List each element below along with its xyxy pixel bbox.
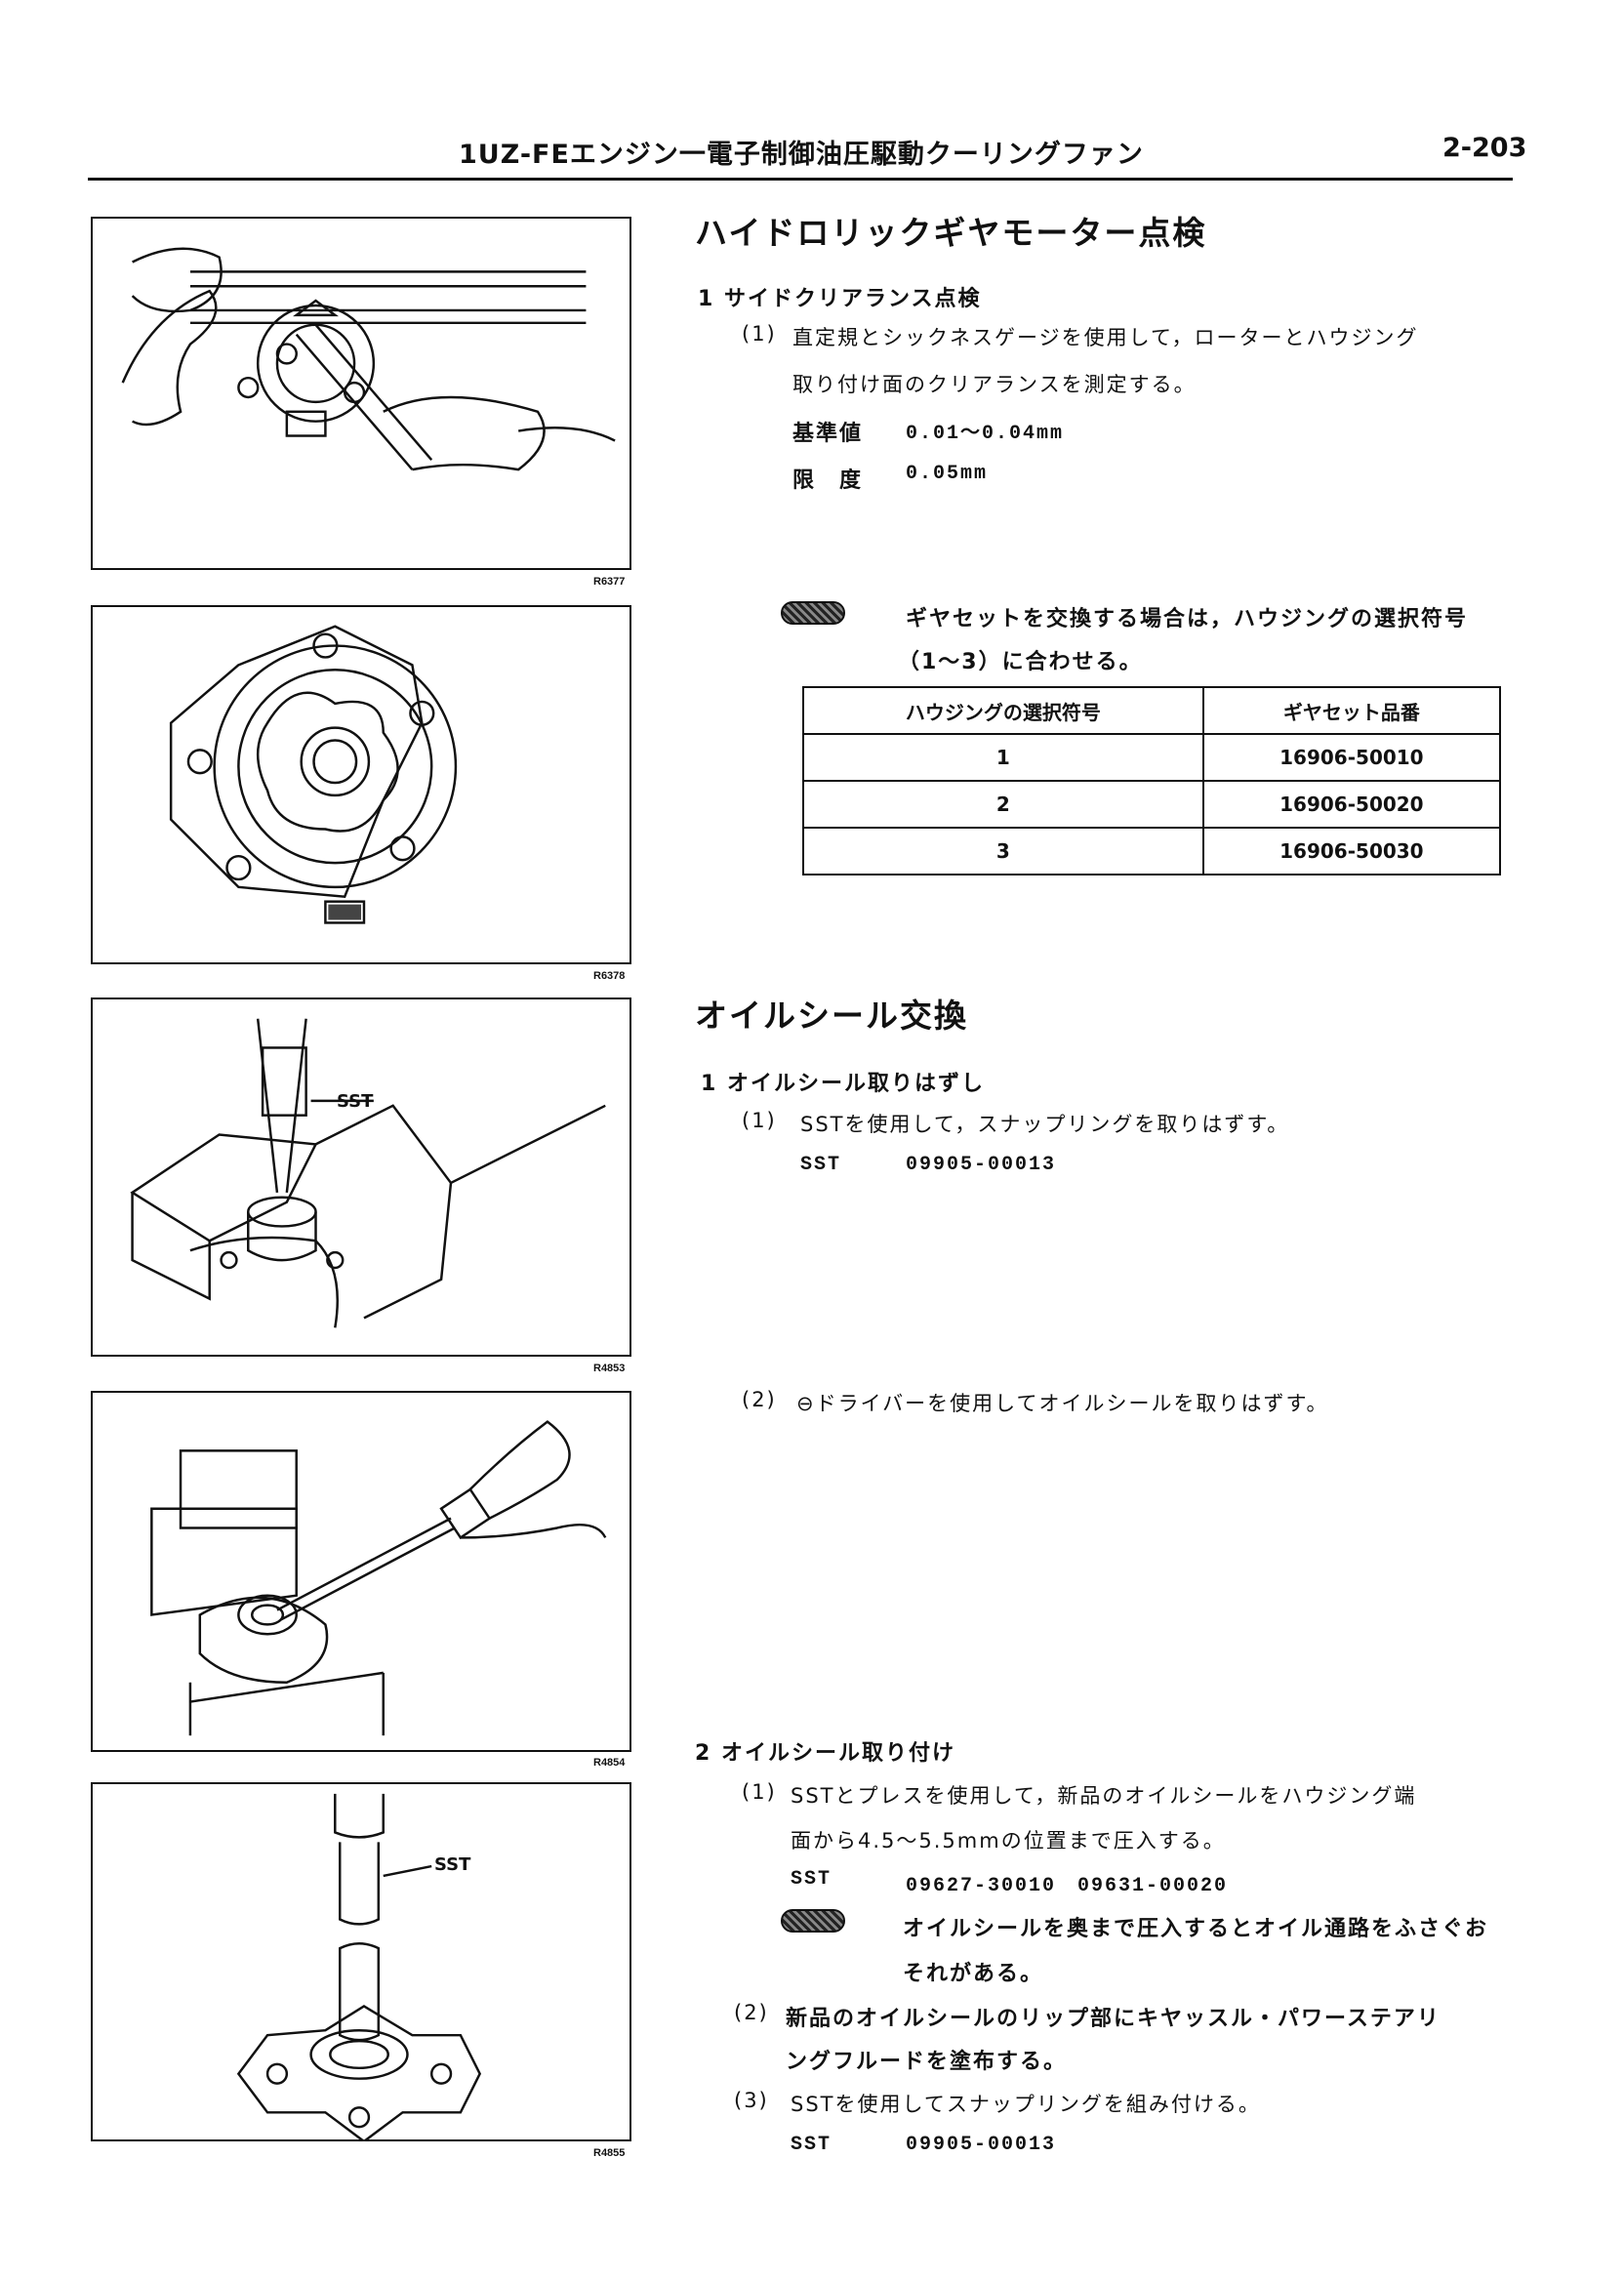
- note-text: それがある。: [903, 1962, 1044, 1986]
- substep-text: ⊖ドライバーを使用してオイルシールを取りはずす。: [796, 1392, 1329, 1415]
- selection-code-table: ハウジングの選択符号 ギヤセット品番 1 16906-50010 2 16906…: [802, 686, 1502, 875]
- step-oil-seal-removal: 1 オイルシール取りはずし: [701, 1072, 985, 1096]
- illustration-press-sst: [236, 1793, 482, 2139]
- substep-number: (3): [734, 2089, 769, 2112]
- illustration-screwdriver: [150, 1420, 607, 1736]
- figure-oil-seal-install: SST: [91, 1782, 631, 2141]
- figure-straight-edge-measurement: [91, 217, 631, 570]
- figure-code: R6377: [593, 576, 626, 588]
- section-title-oil-seal-replacement: オイルシール交換: [695, 997, 968, 1035]
- illustration-housing: [169, 625, 458, 924]
- table-header-row: ハウジングの選択符号 ギヤセット品番: [802, 686, 1502, 735]
- figure-snap-ring-removal: SST: [91, 998, 631, 1357]
- table-header: ハウジングの選択符号: [802, 686, 1204, 735]
- table-row: 1 16906-50010: [802, 733, 1502, 782]
- substep-number: (1): [742, 1109, 777, 1132]
- note-text: ギヤセットを交換する場合は，ハウジングの選択符号: [906, 607, 1469, 631]
- sst-label: SST: [800, 1154, 842, 1176]
- substep-number: (2): [742, 1388, 777, 1411]
- spec-standard-label: 基準値: [792, 422, 864, 446]
- substep-text: 取り付け面のクリアランスを測定する。: [792, 373, 1197, 396]
- spec-standard-value: 0.01〜0.04mm: [906, 423, 1065, 445]
- sst-callout-label: SST: [434, 1854, 471, 1875]
- substep-text: ングフルードを塗布する。: [786, 2050, 1068, 2074]
- sst-label: SST: [791, 2134, 832, 2156]
- section-title-gear-motor-inspection: ハイドロリックギヤモーター点検: [695, 214, 1207, 252]
- spec-limit-label: 限 度: [792, 468, 864, 493]
- sst-value: 09905-00013: [906, 1154, 1057, 1176]
- note-badge-icon: [781, 601, 845, 625]
- sst-value: 09905-00013: [906, 2134, 1057, 2156]
- substep-text: SSTを使用して，スナップリングを取りはずす。: [800, 1113, 1290, 1136]
- table-header: ギヤセット品番: [1201, 686, 1502, 735]
- figure-oil-seal-removal: [91, 1391, 631, 1752]
- table-cell: 1: [802, 733, 1204, 782]
- table-cell: 16906-50030: [1201, 827, 1502, 875]
- page-header-title: 1UZ-FEエンジン一電子制御油圧駆動クーリングファン: [459, 140, 1144, 170]
- substep-number: (2): [734, 2001, 769, 2024]
- note-badge-icon: [781, 1909, 845, 1933]
- sst-callout-label: SST: [337, 1091, 374, 1112]
- illustration-snap-ring-pliers: [130, 1018, 606, 1328]
- spec-limit-value: 0.05mm: [906, 463, 989, 485]
- table-cell: 2: [802, 780, 1204, 829]
- substep-text: 新品のオイルシールのリップ部にキヤッスル・パワーステアリ: [786, 2007, 1441, 2031]
- note-text: （1〜3）に合わせる。: [898, 650, 1143, 674]
- table-row: 3 16906-50030: [802, 827, 1502, 875]
- substep-text: 面から4.5〜5.5mmの位置まで圧入する。: [791, 1829, 1226, 1852]
- substep-text: SSTとプレスを使用して，新品のオイルシールをハウジング端: [791, 1784, 1417, 1808]
- substep-number: (1): [742, 1780, 777, 1804]
- figure-code: R4854: [593, 1757, 626, 1769]
- substep-text: SSTを使用してスナップリングを組み付ける。: [791, 2093, 1261, 2116]
- page-number: 2-203: [1442, 133, 1527, 163]
- table-cell: 16906-50010: [1201, 733, 1502, 782]
- sst-value: 09627-30010 09631-00020: [906, 1875, 1229, 1897]
- substep-number: (1): [742, 322, 777, 346]
- substep-text: 直定規とシックネスゲージを使用して，ローターとハウジング: [792, 326, 1419, 349]
- figure-code: R4855: [593, 2147, 626, 2159]
- table-row: 2 16906-50020: [802, 780, 1502, 829]
- header-rule: [88, 178, 1513, 181]
- figure-code: R6378: [593, 970, 626, 982]
- note-text: オイルシールを奥まで圧入するとオイル通路をふさぐお: [903, 1917, 1489, 1941]
- step-oil-seal-install: 2 オイルシール取り付け: [695, 1741, 955, 1766]
- sst-label: SST: [791, 1868, 832, 1891]
- figure-gearset-housing: [91, 605, 631, 964]
- step-side-clearance: 1 サイドクリアランス点検: [698, 287, 982, 311]
- table-cell: 16906-50020: [1201, 780, 1502, 829]
- illustration-straightedge: [121, 247, 616, 471]
- table-cell: 3: [802, 827, 1204, 875]
- figure-code: R4853: [593, 1363, 626, 1374]
